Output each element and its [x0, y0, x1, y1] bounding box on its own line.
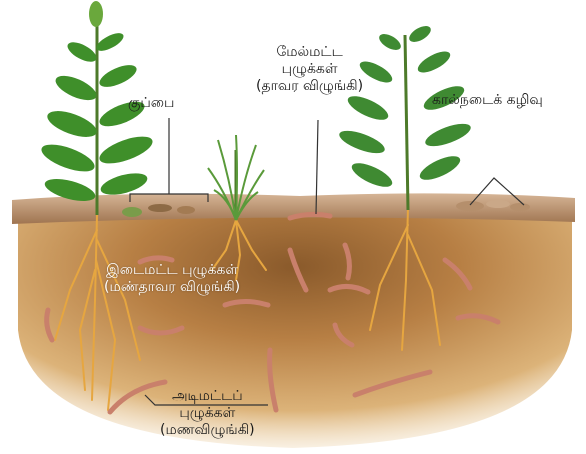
surface-worms-label: மேல்மட்ட புழுக்கள் (தாவர விழுங்கி): [256, 44, 363, 95]
deep-worms-line3: (மணவிழுங்கி): [160, 422, 255, 439]
deep-worms-line1: அடிமட்டப்: [160, 388, 255, 405]
middle-worms-line2: (மண்தாவர விழுங்கி): [104, 279, 240, 296]
soil-layer: [18, 207, 572, 448]
deep-worms-line2: புழுக்கள்: [160, 405, 255, 422]
cast-label: கால்நடைக் கழிவு: [432, 92, 543, 109]
surface-worms-line3: (தாவர விழுங்கி): [256, 78, 363, 95]
litter-bracket: [130, 118, 208, 202]
middle-worms-line1: இடைமட்ட புழுக்கள்: [104, 262, 240, 279]
surface-worms-line1: மேல்மட்ட: [256, 44, 363, 61]
deep-worms-label: அடிமட்டப் புழுக்கள் (மணவிழுங்கி): [160, 388, 255, 439]
surface-worms-line2: புழுக்கள்: [256, 61, 363, 78]
middle-worms-label: இடைமட்ட புழுக்கள் (மண்தாவர விழுங்கி): [104, 262, 240, 296]
litter-label: குப்பை: [128, 95, 174, 112]
